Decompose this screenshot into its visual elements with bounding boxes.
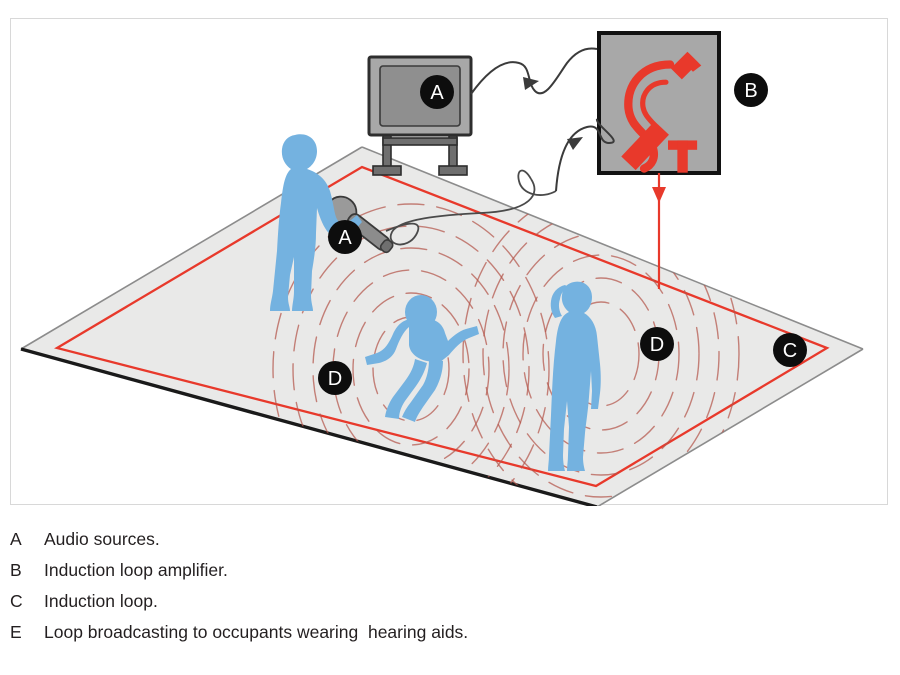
badge-d-child: D	[318, 361, 352, 395]
badge-a-microphone: A	[328, 220, 362, 254]
legend-text: Induction loop amplifier.	[44, 560, 228, 580]
svg-text:A: A	[430, 82, 444, 104]
person-man-with-microphone	[270, 134, 362, 311]
svg-text:D: D	[328, 368, 342, 390]
legend-row: C Induction loop.	[0, 586, 900, 617]
legend-text: Audio sources.	[44, 529, 160, 549]
legend-text: Induction loop.	[44, 591, 158, 611]
badge-c-loop: C	[773, 333, 807, 367]
svg-text:D: D	[650, 334, 664, 356]
legend-key: C	[10, 591, 23, 611]
badge-b-amplifier: B	[734, 73, 768, 107]
svg-text:A: A	[338, 227, 352, 249]
induction-loop-amplifier	[597, 31, 721, 175]
induction-loop-cable	[54, 165, 830, 488]
legend-key: B	[10, 560, 22, 580]
svg-text:C: C	[783, 340, 797, 362]
amplifier-to-loop-feed-arrow	[652, 173, 666, 289]
svg-text:B: B	[744, 80, 757, 102]
legend-key: E	[10, 622, 22, 642]
microphone-cable	[385, 169, 557, 246]
cable-microphone-to-amplifier	[555, 118, 615, 192]
legend-text: Loop broadcasting to occupants wearing h…	[44, 622, 469, 642]
badge-a-screen: A	[420, 75, 454, 109]
badge-d-woman: D	[640, 327, 674, 361]
legend-row: A Audio sources.	[0, 524, 900, 555]
legend-row: B Induction loop amplifier.	[0, 555, 900, 586]
person-running-child	[365, 295, 479, 422]
room-diagram: A A B C D D	[20, 31, 864, 506]
person-standing-woman	[548, 281, 601, 471]
hearing-loop-telecoil-icon	[621, 51, 702, 173]
legend-row: E Loop broadcasting to occupants wearing…	[0, 617, 900, 648]
legend-key: A	[10, 529, 22, 549]
legend: A Audio sources. B Induction loop amplif…	[0, 524, 900, 648]
cable-screen-to-amplifier	[470, 47, 598, 95]
diagram-frame: A A B C D D	[10, 18, 888, 506]
audio-screen-device	[367, 55, 473, 176]
